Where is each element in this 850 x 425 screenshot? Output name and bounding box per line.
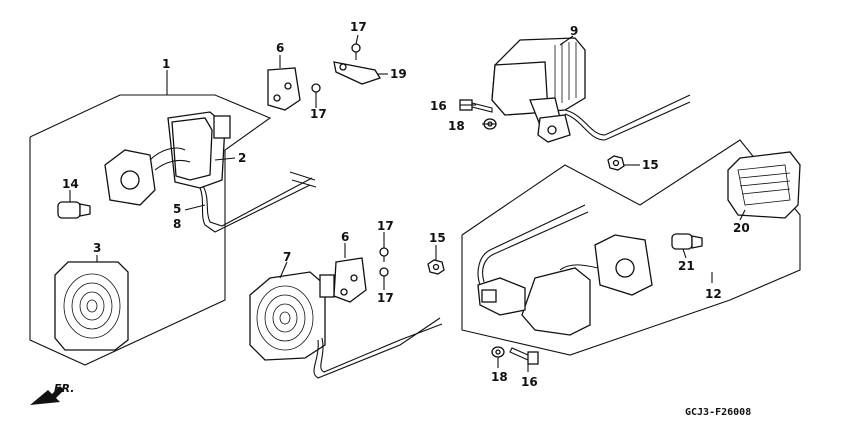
nut-part-15-top xyxy=(607,155,625,171)
strap-part-19 xyxy=(333,61,381,85)
diagram-code: GCJ3-F26008 xyxy=(685,407,751,418)
assembly-outline-1 xyxy=(29,94,272,366)
callout-17-b: 17 xyxy=(310,107,327,121)
bulb-part-14 xyxy=(57,201,91,219)
callout-15-bottom: 15 xyxy=(429,231,446,245)
callout-6-top: 6 xyxy=(276,41,284,55)
nut-part-15-bottom xyxy=(427,259,445,275)
lens-part-3 xyxy=(54,261,129,351)
bracket-part-6-top xyxy=(267,67,301,111)
bulb-socket xyxy=(104,147,191,206)
callout-16-top: 16 xyxy=(430,99,447,113)
callout-5: 5 xyxy=(173,202,181,216)
front-direction-label: FR. xyxy=(54,382,74,395)
callout-17-a: 17 xyxy=(350,20,367,34)
front-direction-arrow: FR. xyxy=(30,382,74,405)
bulb-part-21 xyxy=(671,233,703,250)
callout-19: 19 xyxy=(390,67,407,81)
callout-18-top: 18 xyxy=(448,119,465,133)
assembly-outline-12 xyxy=(461,139,801,356)
leader-lines xyxy=(69,34,746,372)
callout-17-c: 17 xyxy=(377,219,394,233)
bolt-part-16-bottom xyxy=(509,347,539,365)
bracket-part-6-bottom xyxy=(333,257,367,303)
callout-14: 14 xyxy=(62,177,79,191)
callout-17-d: 17 xyxy=(377,291,394,305)
callout-2: 2 xyxy=(238,151,246,165)
callout-18-bottom: 18 xyxy=(491,370,508,384)
washer-part-18-bottom xyxy=(491,346,505,358)
callout-20: 20 xyxy=(733,221,750,235)
callout-9: 9 xyxy=(570,24,578,38)
socket-part-12 xyxy=(594,234,653,296)
turn-signal-housing-part-2 xyxy=(167,111,317,233)
callout-6-bottom: 6 xyxy=(341,230,349,244)
callout-7: 7 xyxy=(283,250,291,264)
callout-15-top: 15 xyxy=(642,158,659,172)
bolt-part-16-top xyxy=(459,99,493,113)
turn-signal-part-7 xyxy=(249,271,443,379)
screw-part-17-bottom xyxy=(379,247,389,282)
callout-3: 3 xyxy=(93,241,101,255)
callout-8: 8 xyxy=(173,217,181,231)
turn-signal-part-12 xyxy=(477,204,599,336)
lens-part-20 xyxy=(727,151,801,219)
callout-12: 12 xyxy=(705,287,722,301)
callout-1: 1 xyxy=(162,57,170,71)
turn-signal-part-9 xyxy=(491,37,691,143)
callout-16-bottom: 16 xyxy=(521,375,538,389)
callout-21: 21 xyxy=(678,259,695,273)
